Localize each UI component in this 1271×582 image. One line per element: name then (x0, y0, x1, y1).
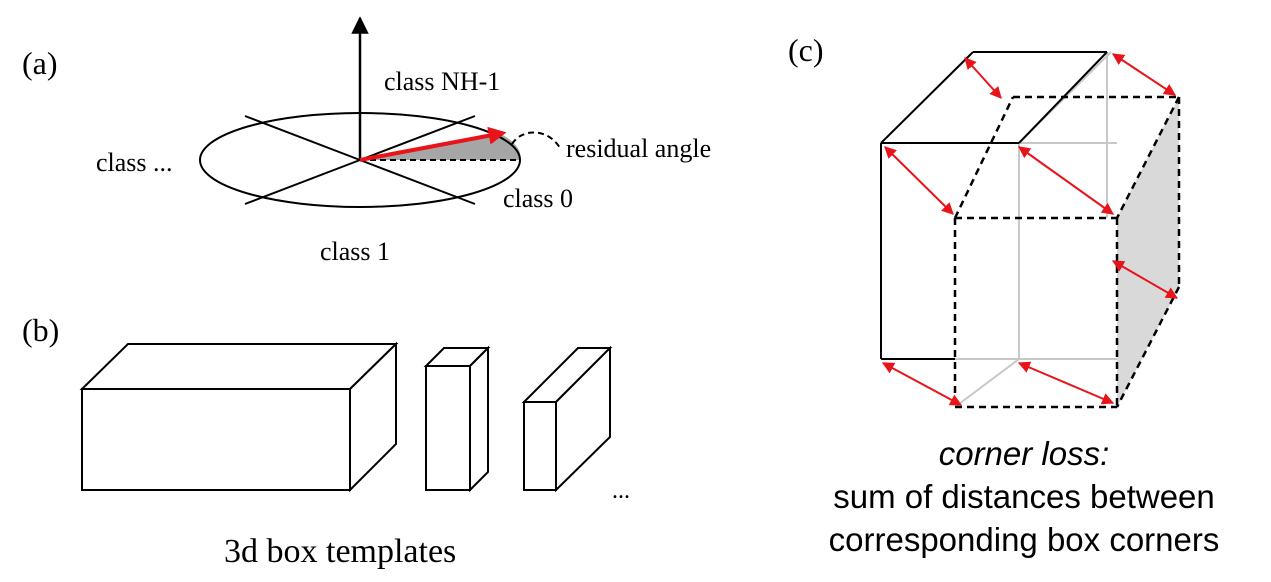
corner-arrow (1111, 260, 1179, 299)
panel-b-label: (b) (22, 312, 59, 348)
panel-b: (b) ... 3d box templates (22, 312, 630, 570)
panel-c-label: (c) (788, 32, 824, 68)
class-dots-label: class ... (96, 148, 173, 177)
shaded-face (1117, 97, 1179, 407)
corner-loss-title: corner loss: (939, 435, 1110, 472)
templates-caption: 3d box templates (224, 533, 456, 570)
box-template-tall (423, 345, 491, 493)
corner-arrow (964, 57, 1002, 99)
residual-pointer (511, 131, 561, 149)
corner-loss-line2: corresponding box corners (829, 521, 1220, 558)
heading-arrow (359, 126, 507, 162)
corner-arrow (1017, 361, 1115, 405)
corner-arrow (884, 146, 954, 215)
class-nh-label: class NH-1 (384, 67, 500, 96)
residual-angle-label: residual angle (566, 134, 711, 163)
corner-arrow (881, 362, 963, 406)
panel-a: (a) class NH-1 class ... residual angle … (22, 16, 711, 266)
panel-a-label: (a) (22, 45, 58, 81)
hidden-edges (881, 51, 1117, 408)
bin-divider (359, 159, 476, 205)
bin-divider (244, 115, 361, 161)
corner-arrow (1111, 53, 1177, 96)
bin-divider (244, 159, 361, 205)
corner-loss-line1: sum of distances between (833, 478, 1215, 515)
corner-arrows (881, 53, 1179, 406)
box-template-large (79, 341, 399, 493)
box-template-medium (521, 345, 613, 493)
templates-ellipsis: ... (612, 478, 630, 504)
bin-divider (359, 115, 476, 161)
panel-c: (c) (788, 32, 1219, 558)
class-1-label: class 1 (320, 237, 390, 266)
corner-arrow (1018, 146, 1114, 215)
class-0-label: class 0 (503, 184, 573, 213)
